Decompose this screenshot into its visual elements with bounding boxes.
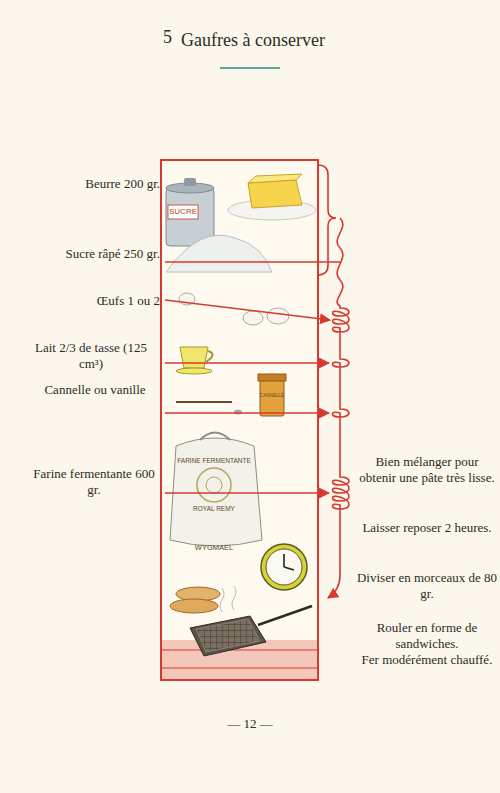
page-title: Gaufres à conserver bbox=[181, 29, 421, 51]
instruction-text: Rouler en forme de sandwiches. bbox=[356, 620, 498, 652]
package-text: CANNELLE bbox=[258, 394, 286, 399]
ingredient-label: Beurre 200 gr. bbox=[5, 176, 160, 192]
ingredient-label: Lait 2/3 de tasse (125 cm³) bbox=[30, 340, 152, 372]
instruction-text: Laisser reposer 2 heures. bbox=[356, 520, 498, 536]
ingredient-label: Œufs 1 ou 2 bbox=[5, 293, 160, 309]
page-number: — 12 — bbox=[200, 716, 300, 732]
package-text: WYGMAEL bbox=[176, 544, 252, 552]
ingredient-label: Farine fermentante 600 gr. bbox=[30, 466, 158, 498]
instruction-text: Diviser en morceaux de 80 gr. bbox=[356, 570, 498, 602]
ingredient-label: Sucre râpé 250 gr. bbox=[5, 246, 160, 262]
ingredient-label: Cannelle ou vanille bbox=[40, 382, 150, 398]
instruction-text: Bien mélanger pour obtenir une pâte très… bbox=[356, 454, 498, 486]
package-text: SUCRE bbox=[168, 208, 198, 216]
instruction-text: Fer modérément chauffé. bbox=[356, 652, 498, 668]
package-text: FARINE FERMENTANTE bbox=[176, 458, 252, 465]
recipe-number: 5 bbox=[150, 29, 172, 45]
package-text: ROYAL REMY bbox=[176, 506, 252, 513]
